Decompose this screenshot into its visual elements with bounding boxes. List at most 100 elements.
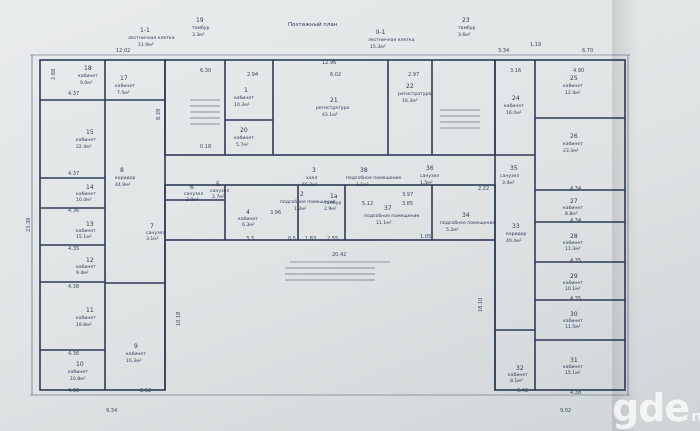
room-area: 2.9м² [324, 206, 337, 212]
room-area: 10.4м² [76, 197, 92, 203]
room-number: 18 [84, 65, 92, 72]
room-label: подсобное помещение [280, 199, 336, 205]
room-label: кабинет [238, 216, 258, 222]
room-area: 1.1м² [356, 182, 369, 188]
room-area: 9.4м² [76, 270, 89, 276]
dimension-label: 4.36 [68, 351, 79, 357]
room-area: 2.9м² [186, 197, 199, 203]
dimension-label: 9.34 [106, 408, 117, 414]
room-number: 38 [360, 167, 368, 174]
room-label: кабинет [504, 103, 524, 109]
room-number: 17 [120, 75, 128, 82]
dimension-label: 23.38 [26, 218, 32, 232]
room-label: кабинет [76, 137, 96, 143]
room-label: холл [306, 176, 317, 181]
room-label: кабинет [563, 364, 583, 370]
room-number: 8 [120, 167, 124, 174]
room-label: регистратура [398, 92, 431, 97]
room-label: лестничная клетка [128, 36, 175, 41]
dimension-label: 12.96 [322, 60, 336, 66]
room-area: 8.1м² [510, 378, 523, 384]
dimension-label: 3.85 [402, 201, 413, 207]
room-number: 9 [134, 343, 138, 350]
stairs [190, 99, 480, 281]
room-area: 16.3м² [402, 98, 418, 104]
room-area: 1.5м² [420, 180, 433, 186]
room-label: подсобное помещение [346, 175, 402, 181]
room-label: кабинет [126, 351, 146, 357]
room-area: 3.3м² [192, 32, 205, 38]
room-label: кабинет [68, 369, 88, 375]
room-area: 22.4м² [76, 144, 92, 150]
room-number: 25 [570, 75, 578, 82]
dimension-label: 6.02 [330, 72, 341, 78]
dimension-label: 2.88 [51, 69, 57, 80]
dimension-label: 4.90 [573, 68, 584, 74]
room-labels: 1-1 лестничная клетка 11.9м² 19 тамбур 3… [68, 17, 583, 384]
room-label: кабинет [76, 228, 96, 234]
room-area: 11.3м² [565, 246, 581, 252]
room-label: тамбур [192, 25, 210, 31]
room-area: 9.0м² [80, 80, 93, 86]
room-label: санузел [146, 231, 165, 236]
dimension-label: 4.37 [68, 91, 79, 97]
room-area: 12.4м² [565, 90, 581, 96]
dimension-lines [30, 54, 630, 396]
room-number: 13 [86, 221, 94, 228]
room-label: коридор [506, 232, 526, 237]
dimension-label: 1.83 [305, 236, 316, 242]
room-area: 2.7м² [212, 194, 225, 200]
watermark-suffix: ru [691, 409, 700, 425]
dimension-label: 6.42 [517, 388, 528, 394]
room-area: 15.3м² [370, 44, 386, 50]
room-area: 40.4м² [506, 238, 522, 244]
room-number: 30 [570, 311, 578, 318]
room-number: 14 [86, 184, 94, 191]
dimension-label: 2.52 [140, 388, 151, 394]
room-area: 11.1м² [376, 220, 392, 226]
plan-title: Поэтажный план [288, 21, 338, 28]
dimension-label: 1.19 [530, 42, 541, 48]
room-label: тамбур [458, 25, 476, 31]
room-number: 1-1 [140, 27, 150, 34]
dimension-label: 4.38 [570, 390, 581, 396]
room-area: 5.7м² [236, 142, 249, 148]
dimension-label: 9.02 [560, 408, 571, 414]
room-area: 11.9м² [138, 42, 154, 48]
room-label: кабинет [76, 191, 96, 197]
room-number: 15 [86, 129, 94, 136]
room-area: 10.8м² [70, 376, 86, 382]
room-label: кабинет [563, 205, 583, 211]
room-number: 27 [570, 198, 578, 205]
room-label: санузел [210, 189, 229, 194]
room-area: 16.3м² [126, 358, 142, 364]
room-number: II-1 [376, 29, 386, 36]
dimension-label: 4.37 [68, 171, 79, 177]
room-label: кабинет [76, 264, 96, 270]
room-label: кабинет [78, 73, 98, 79]
room-number: 22 [406, 83, 414, 90]
room-number: 11 [86, 307, 94, 314]
room-number: 33 [512, 223, 520, 230]
dimension-label: 3.96 [270, 210, 281, 216]
room-area: 7.5м² [117, 90, 130, 96]
room-number: 26 [570, 133, 578, 140]
room-number: 6 [190, 184, 194, 191]
room-area: 15.1м² [76, 234, 92, 240]
dimension-label: 5.12 [362, 201, 373, 207]
room-area: 19.8м² [76, 322, 92, 328]
room-number: 19 [196, 17, 204, 24]
room-label: регистратура [316, 106, 349, 111]
dimension-label: 0.18 [200, 144, 211, 150]
walls [39, 59, 626, 391]
gde-watermark: gderu [612, 386, 700, 430]
room-number: 28 [570, 233, 578, 240]
dimension-label: 18.10 [478, 298, 484, 312]
room-area: 16.0м² [506, 110, 522, 116]
room-number: 10 [76, 361, 84, 368]
room-area: 43.1м² [322, 112, 338, 118]
room-number: 21 [330, 97, 338, 104]
room-label: кабинет [563, 141, 583, 147]
dimension-label: 3.3 [246, 236, 254, 242]
